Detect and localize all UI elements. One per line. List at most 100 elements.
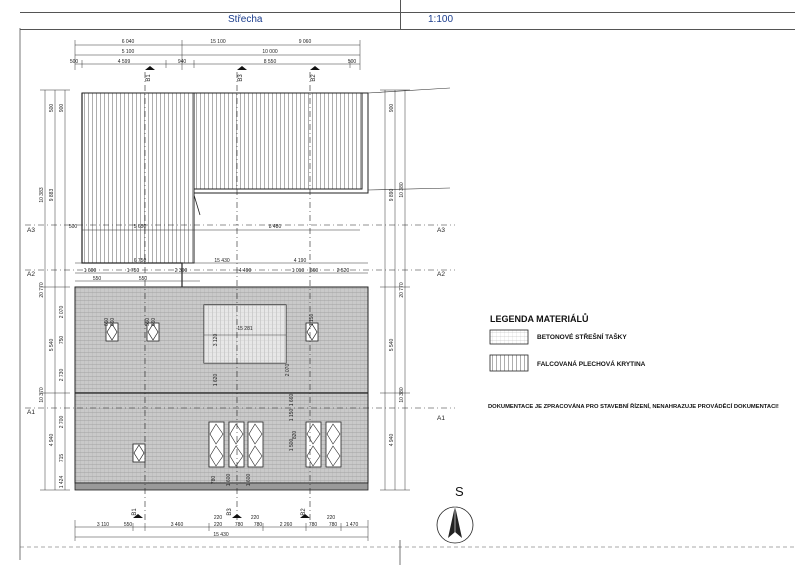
roof-window-front-2 bbox=[228, 421, 245, 468]
dim-mid-1-1: 15 430 bbox=[214, 258, 230, 264]
dim-left-5: 2 070 bbox=[59, 306, 65, 319]
dim-inner-1: 3 120 bbox=[213, 334, 219, 347]
dim-left-13: 1 424 bbox=[59, 476, 65, 489]
dim-inner-5: 1 500 bbox=[289, 439, 295, 452]
roof-window-front-3 bbox=[247, 421, 264, 468]
dim-inner-7: 820 bbox=[292, 431, 298, 440]
dim-window-7: 1 600 bbox=[246, 474, 252, 487]
dim-mid-2-3: 4 490 bbox=[239, 268, 252, 274]
drawing-title: Střecha bbox=[228, 14, 263, 25]
dim-left-8: 2 730 bbox=[59, 369, 65, 382]
dim-top-3-0: 500 bbox=[70, 59, 79, 65]
dim-left-12: 715 bbox=[59, 454, 65, 463]
dim-inner-2: 1 620 bbox=[213, 374, 219, 387]
dim-bottom-0-1: 220 bbox=[251, 515, 260, 521]
section-marker-bottom-0: B1 bbox=[132, 508, 138, 516]
dim-window-1: 660 bbox=[110, 318, 116, 327]
dim-top-1-2: 9 060 bbox=[299, 39, 312, 45]
dim-right-3: 20 770 bbox=[399, 282, 405, 298]
roof-window-rear-3 bbox=[305, 322, 319, 342]
dim-right-4: 5 540 bbox=[389, 339, 395, 352]
dim-left-4: 20 770 bbox=[39, 282, 45, 298]
dim-window-4: 1 150 bbox=[309, 314, 315, 327]
dim-right-6: 4 940 bbox=[389, 434, 395, 447]
dim-bottom-1-4: 780 bbox=[235, 522, 244, 528]
eaves-strip bbox=[74, 482, 369, 491]
legend-swatch-tile bbox=[489, 329, 529, 345]
dim-upper-2: 8 480 bbox=[269, 224, 282, 230]
mid-dimension-lines bbox=[75, 229, 368, 282]
top-dimension-lines bbox=[74, 40, 361, 70]
dim-bottom-1-0: 3 110 bbox=[97, 522, 109, 528]
section-marker-right-0: A3 bbox=[437, 227, 445, 234]
dim-mid-1-0: 6 750 bbox=[134, 258, 147, 264]
neighbor-line-top bbox=[367, 87, 451, 94]
dim-bottom-1-3: 220 bbox=[214, 522, 223, 528]
dim-left-9: 10 370 bbox=[39, 387, 45, 403]
dim-left-6: 5 540 bbox=[49, 339, 55, 352]
dim-bottom-1-8: 780 bbox=[329, 522, 338, 528]
dim-left-10: 2 700 bbox=[59, 416, 65, 429]
title-bar: Střecha 1:100 bbox=[20, 0, 795, 30]
side-dimension-lines bbox=[40, 89, 410, 491]
dim-bottom-0-0: 220 bbox=[214, 515, 223, 521]
dim-mid-2-6: 2 520 bbox=[337, 268, 350, 274]
north-label: S bbox=[455, 484, 464, 499]
dim-top-3-2: 940 bbox=[178, 59, 187, 65]
north-arrow-icon bbox=[436, 506, 474, 544]
dim-upper-1: 5 650 bbox=[134, 224, 147, 230]
dim-top-1-1: 15 100 bbox=[210, 39, 226, 45]
section-marker-right-2: A1 bbox=[437, 415, 445, 422]
dim-left-0: 500 bbox=[49, 104, 55, 113]
dim-left-11: 4 940 bbox=[49, 434, 55, 447]
section-marker-top-2: B2 bbox=[311, 74, 317, 82]
dim-left-3: 9 883 bbox=[49, 189, 55, 202]
dim-mid-3-1: 550 bbox=[139, 276, 148, 282]
roof-window-front-small bbox=[132, 443, 146, 463]
dim-window-0: 650 bbox=[104, 318, 110, 327]
dim-window-5: 780 bbox=[211, 476, 217, 485]
section-marker-top-1: B3 bbox=[238, 74, 244, 82]
dim-bottom-0-2: 220 bbox=[327, 515, 336, 521]
dim-upper-0: 500 bbox=[69, 224, 78, 230]
dim-top-2-1: 10 000 bbox=[262, 49, 278, 55]
dim-window-6: 1 600 bbox=[226, 474, 232, 487]
dim-inner-0: 15 281 bbox=[237, 326, 253, 332]
dim-bottom-1-9: 1 470 bbox=[346, 522, 359, 528]
dim-mid-2-0: 1 600 bbox=[84, 268, 97, 274]
dim-left-7: 750 bbox=[59, 336, 65, 345]
dim-window-2: 550 bbox=[145, 318, 151, 327]
seam-roof-center-tint bbox=[204, 305, 286, 363]
dim-left-2: 10 383 bbox=[39, 187, 45, 203]
legend-title: LEGENDA MATERIÁLŮ bbox=[490, 314, 589, 324]
neighbor-line-mid bbox=[367, 187, 451, 191]
dim-mid-3-0: 550 bbox=[93, 276, 102, 282]
upper-notch bbox=[193, 194, 201, 216]
dim-inner-6: 1 150 bbox=[289, 409, 295, 422]
dim-mid-2-1: 1 750 bbox=[127, 268, 140, 274]
dim-bottom-1-5: 780 bbox=[254, 522, 263, 528]
dim-window-3: 660 bbox=[151, 318, 157, 327]
seam-roof-right bbox=[193, 92, 363, 190]
section-marker-bottom-1: B3 bbox=[227, 508, 233, 516]
dim-bottom-1-1: 550 bbox=[124, 522, 133, 528]
drawing-scale: 1:100 bbox=[428, 14, 454, 25]
dim-mid-2-4: 1 010 bbox=[292, 268, 305, 274]
dim-bottom-1-2: 3 460 bbox=[171, 522, 184, 528]
dim-top-3-1: 4 599 bbox=[118, 59, 131, 65]
dim-right-1: 9 890 bbox=[389, 189, 395, 202]
roof-window-front-4 bbox=[305, 421, 322, 468]
section-marker-left-2: A1 bbox=[27, 409, 35, 416]
roof-window-rear-2 bbox=[146, 322, 160, 342]
dim-inner-3: 2 070 bbox=[285, 364, 291, 377]
dim-bottom-1-6: 2 260 bbox=[280, 522, 293, 528]
dim-left-1: 900 bbox=[59, 104, 65, 113]
dim-right-0: 900 bbox=[389, 104, 395, 113]
dim-mid-1-2: 4 190 bbox=[294, 258, 307, 264]
dim-right-2: 10 380 bbox=[399, 182, 405, 198]
dim-top-3-4: 500 bbox=[348, 59, 357, 65]
dim-right-5: 10 380 bbox=[399, 387, 405, 403]
